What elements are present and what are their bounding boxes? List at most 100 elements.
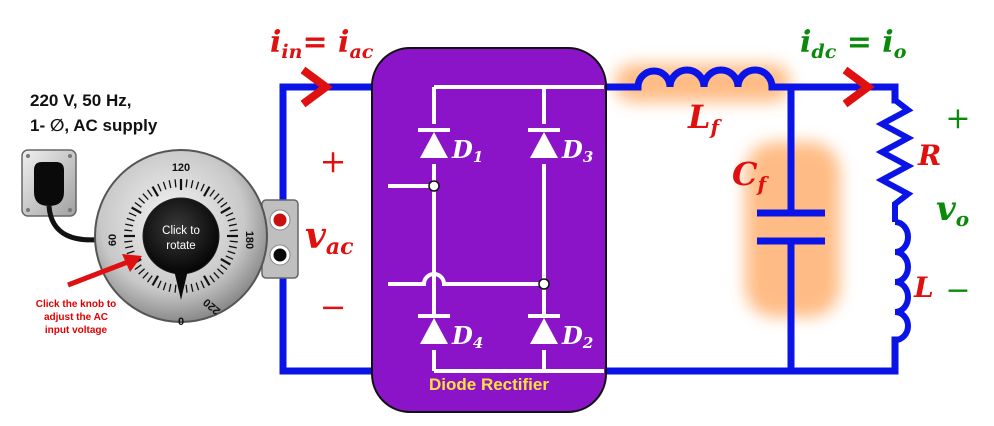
dial-tick [203,275,211,286]
bridge-nodes [428,180,550,290]
dial-tick [200,280,205,289]
output-voltage-label: vo [936,189,969,231]
dial-tick [185,179,188,188]
dial-tick [126,217,135,222]
filter-inductor [634,66,776,88]
dial-tick [190,180,194,189]
dial-tick [131,206,142,214]
filter-capacitor [757,209,825,245]
dial-tick [227,217,236,222]
diode-d3 [528,128,560,158]
dial-tick [228,223,237,227]
power-plug [21,149,77,217]
dial-tick [168,283,172,292]
output-current-arrow [842,66,875,108]
supply-label: 220 V, 50 Hz, 1- ∅, AC supply [30,88,157,138]
dial-tick [220,206,231,214]
dial-scale-60: 60 [107,234,119,246]
dial-tick [138,197,146,204]
dial-tick [229,229,238,232]
dial-tick [174,284,177,293]
supply-line-2: 1- ∅, AC supply [30,116,158,135]
dial-tick [229,240,238,243]
diode-d2 [528,314,560,344]
dial-tick [203,186,211,197]
knob-hint: Click the knob to adjust the AC input vo… [6,298,146,337]
diode-d4-label: D4 [451,321,483,352]
diode-d1 [418,128,450,158]
ac-voltage-minus: − [320,288,347,326]
ac-voltage-label: vac [305,215,354,260]
ac-voltage-plus: + [320,142,347,180]
rectifier-block [371,47,607,413]
supply-line-1: 220 V, 50 Hz, [30,91,132,110]
diode-d1-label: D1 [451,135,483,166]
dial-tick [162,282,167,291]
dial-tick [185,284,188,293]
dial-tick [209,189,216,197]
dial-tick [151,275,159,286]
hint-line-3: input voltage [44,325,108,336]
dial-tick [168,180,172,189]
dial-tick [213,271,220,279]
dial-tick [142,271,149,279]
filter-inductor-label: Lf [687,98,723,139]
dial-tick [126,250,135,255]
load-plus: + [945,101,970,136]
dial-tick [195,282,200,291]
load-inductor [894,219,911,343]
dial-tick [134,201,142,208]
dial-tick [213,193,220,201]
dial-scale-0: 0 [178,316,184,328]
dial-tick [125,223,134,227]
knob-label-line-1: Click to [162,225,200,237]
dial-tick [125,245,134,249]
filter-capacitor-label: Cf [732,155,769,196]
dial-tick [228,245,237,249]
diode-d3-label: D3 [561,135,593,166]
dial-tick [195,181,200,190]
knob-label[interactable]: Click to rotate [148,224,214,254]
load-resistor-label: R [917,139,941,172]
dial-tick [138,268,146,275]
output-current-label: idc = io [800,25,907,63]
dial-tick [190,283,194,292]
hint-arrow [67,254,142,288]
dial-tick [124,240,133,243]
filter-highlight [615,64,840,317]
dial-tick [200,183,205,192]
dial-tick [225,212,234,217]
load-resistor [875,97,915,222]
dial-scale-120: 120 [172,162,190,174]
dial-tick [142,193,149,201]
dial-tick [174,179,177,188]
dial-tick [209,275,216,283]
dial-tick [220,258,231,266]
dial-tick [128,212,137,217]
dial-tick [124,229,133,232]
dial-tick [157,183,162,192]
dial-tick [162,181,167,190]
diode-d4 [418,314,450,344]
dial-tick [157,280,162,289]
knob-label-line-2: rotate [166,240,196,252]
dial-tick [227,250,236,255]
input-current-label: iin= iac [270,25,374,63]
dial-tick [220,264,228,271]
dial-scale-180: 180 [243,231,255,249]
load-minus: − [945,273,970,308]
variac-knob[interactable] [94,149,268,323]
wires [279,83,899,375]
dial-tick [146,189,153,197]
dial-tick [220,201,228,208]
dial-tick [216,197,224,204]
load-inductor-label: L [913,271,934,304]
rectifier-title: Diode Rectifier [429,375,549,394]
dial-tick [134,264,142,271]
dial-tick [151,186,159,197]
dial-tick [216,268,224,275]
diode-d2-label: D2 [561,321,593,352]
input-current-arrow [300,66,333,108]
